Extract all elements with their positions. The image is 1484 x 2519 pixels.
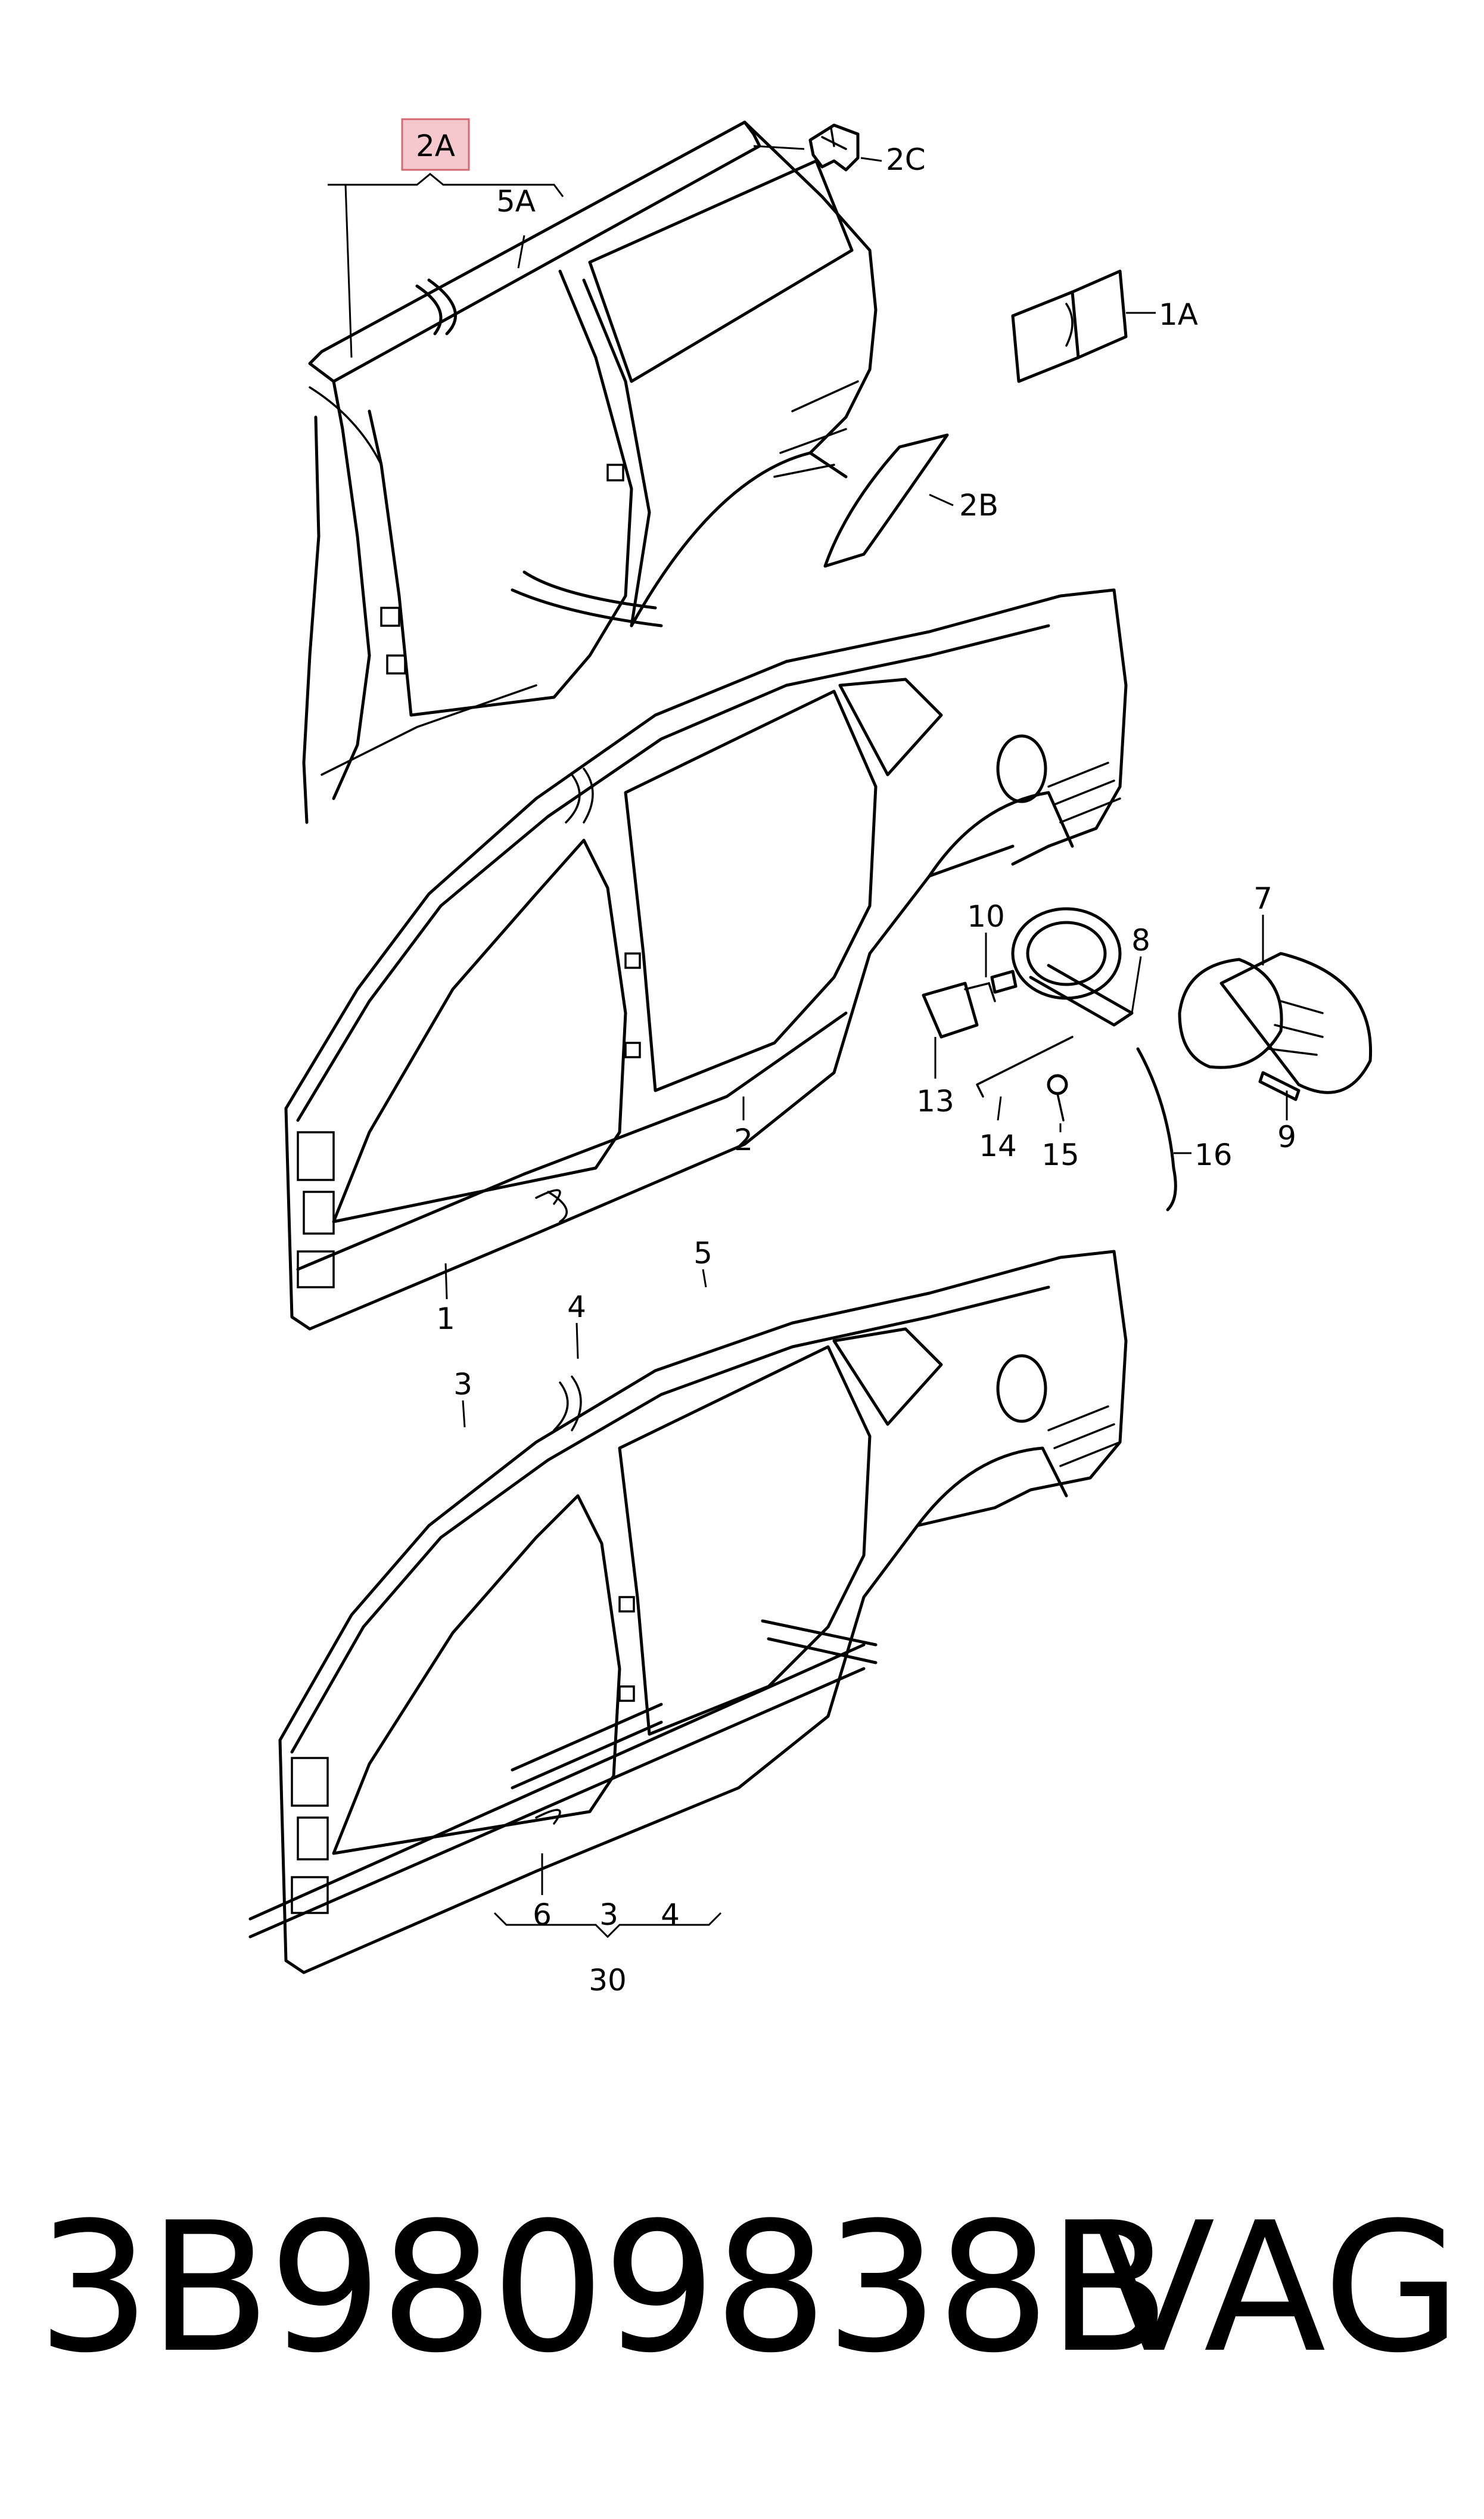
callout-5: 5: [693, 1236, 713, 1271]
callout-2C: 2C: [886, 142, 926, 177]
fuel-flap-assembly: [922, 907, 1373, 1212]
callout-4: 4: [567, 1290, 586, 1324]
callout-30: 30: [589, 1963, 627, 1998]
side-panel-bottom: [248, 1250, 1128, 1974]
callout-1A: 1A: [1159, 297, 1198, 332]
label-sheet-part: [1011, 269, 1128, 383]
clip-part: [808, 123, 860, 172]
leader-lines: [328, 145, 1288, 1939]
callout-1: 1: [436, 1302, 455, 1336]
callout-10: 10: [967, 899, 1005, 934]
callout-15: 15: [1041, 1138, 1079, 1172]
callout-3-group: 3: [599, 1897, 618, 1932]
callout-7: 7: [1253, 881, 1273, 916]
protective-foil-part: [823, 433, 949, 568]
callout-3: 3: [453, 1367, 472, 1402]
callout-2A: 2A: [416, 129, 455, 163]
callout-6: 6: [533, 1897, 552, 1932]
callout-5A: 5A: [496, 184, 536, 219]
side-panel-middle: [284, 588, 1128, 1331]
callout-8: 8: [1131, 923, 1150, 958]
callout-2: 2: [734, 1123, 753, 1157]
highlight-box: [401, 118, 470, 171]
upper-side-panel-section: [302, 120, 878, 824]
callout-16: 16: [1194, 1138, 1233, 1172]
callout-labels: 2A 5A 2C 1A 2B 10 8 7 13 14 15 16 9 2 1 …: [401, 118, 1296, 1998]
callout-13: 13: [916, 1084, 954, 1119]
brand-label: VAG: [1093, 2184, 1461, 2392]
callout-4-group: 4: [661, 1897, 680, 1932]
callout-14: 14: [979, 1129, 1017, 1163]
callout-9: 9: [1277, 1120, 1296, 1154]
part-number: 3B9809838B: [37, 2184, 1171, 2392]
callout-2B: 2B: [959, 488, 998, 523]
